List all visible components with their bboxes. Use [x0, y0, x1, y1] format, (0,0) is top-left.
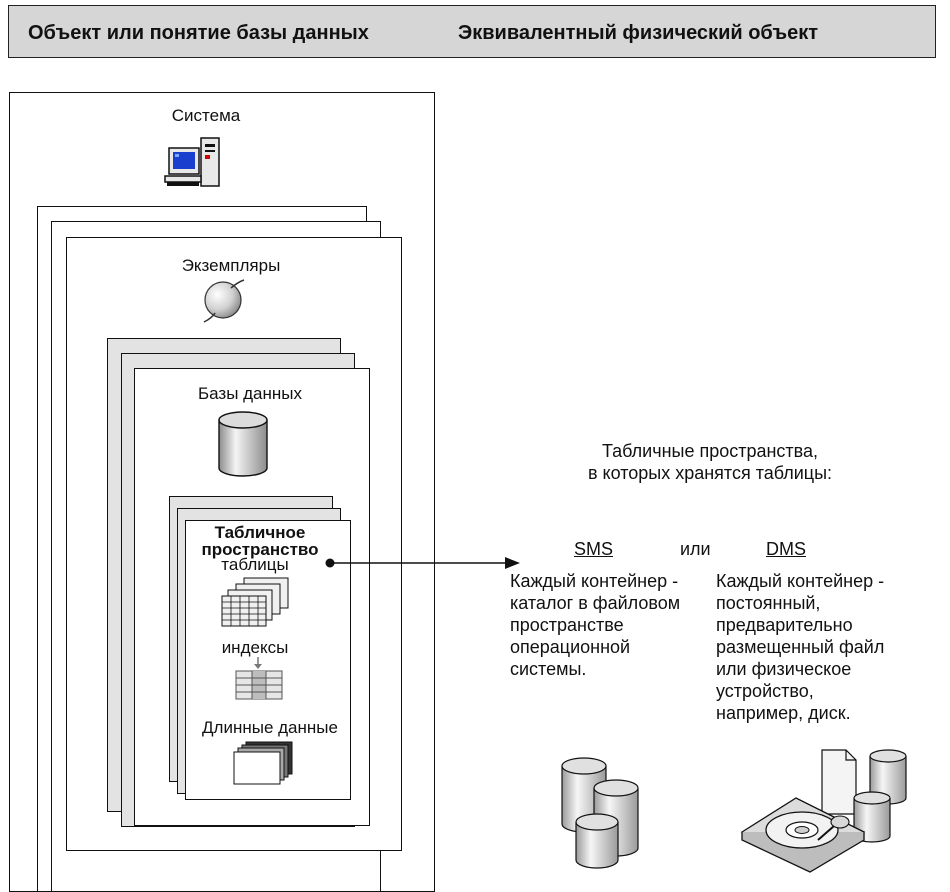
sms-desc-line: операционной: [510, 637, 631, 657]
sphere-icon: [203, 279, 245, 323]
instances-label: Экземпляры: [181, 256, 281, 275]
tablespace-title: Табличное пространство: [185, 524, 335, 558]
system-label: Система: [171, 106, 241, 125]
dms-desc-line: постоянный,: [716, 593, 821, 613]
indexes-label: индексы: [221, 638, 289, 657]
table-stack-icon: [221, 577, 289, 627]
index-table-icon: [235, 657, 283, 700]
tables-label: таблицы: [221, 555, 289, 574]
dms-label: DMS: [766, 539, 806, 559]
header-bar: [8, 5, 936, 58]
databases-label: Базы данных: [197, 384, 303, 403]
dms-desc-line: размещенный файл: [716, 637, 885, 657]
dms-desc-line: предварительно: [716, 615, 853, 635]
or-label: или: [680, 539, 711, 559]
dms-description: Каждый контейнер - постоянный, предварит…: [716, 570, 884, 724]
sms-label: SMS: [574, 539, 614, 559]
dms-desc-line: например, диск.: [716, 703, 851, 723]
tablespace-title-line2: пространство: [201, 540, 319, 559]
physical-intro: Табличные пространства, в которых хранят…: [560, 440, 860, 484]
sms-desc-line: пространстве: [510, 615, 624, 635]
header-left-title: Объект или понятие базы данных: [28, 22, 369, 44]
cylinders-icon: [561, 757, 639, 869]
physical-intro-line1: Табличные пространства,: [601, 441, 819, 461]
tablespace-title-line1: Табличное: [214, 523, 306, 542]
cylinder-icon: [218, 411, 268, 477]
physical-intro-line2: в которых хранятся таблицы:: [587, 463, 833, 483]
mapping-arrow: [325, 557, 520, 569]
dms-desc-line: или физическое: [716, 659, 852, 679]
sms-desc-line: каталог в файловом: [510, 593, 681, 613]
document-stack-icon: [233, 741, 293, 785]
long-data-label: Длинные данные: [202, 718, 338, 737]
sms-desc-line: Каждый контейнер -: [510, 571, 679, 591]
sms-description: Каждый контейнер - каталог в файловом пр…: [510, 570, 680, 680]
computer-icon: [164, 137, 220, 187]
dms-desc-line: Каждый контейнер -: [716, 571, 885, 591]
disk-drive-icon: [740, 749, 907, 873]
dms-desc-line: устройство,: [716, 681, 814, 701]
header-right-title: Эквивалентный физический объект: [458, 22, 819, 44]
sms-desc-line: системы.: [510, 659, 587, 679]
